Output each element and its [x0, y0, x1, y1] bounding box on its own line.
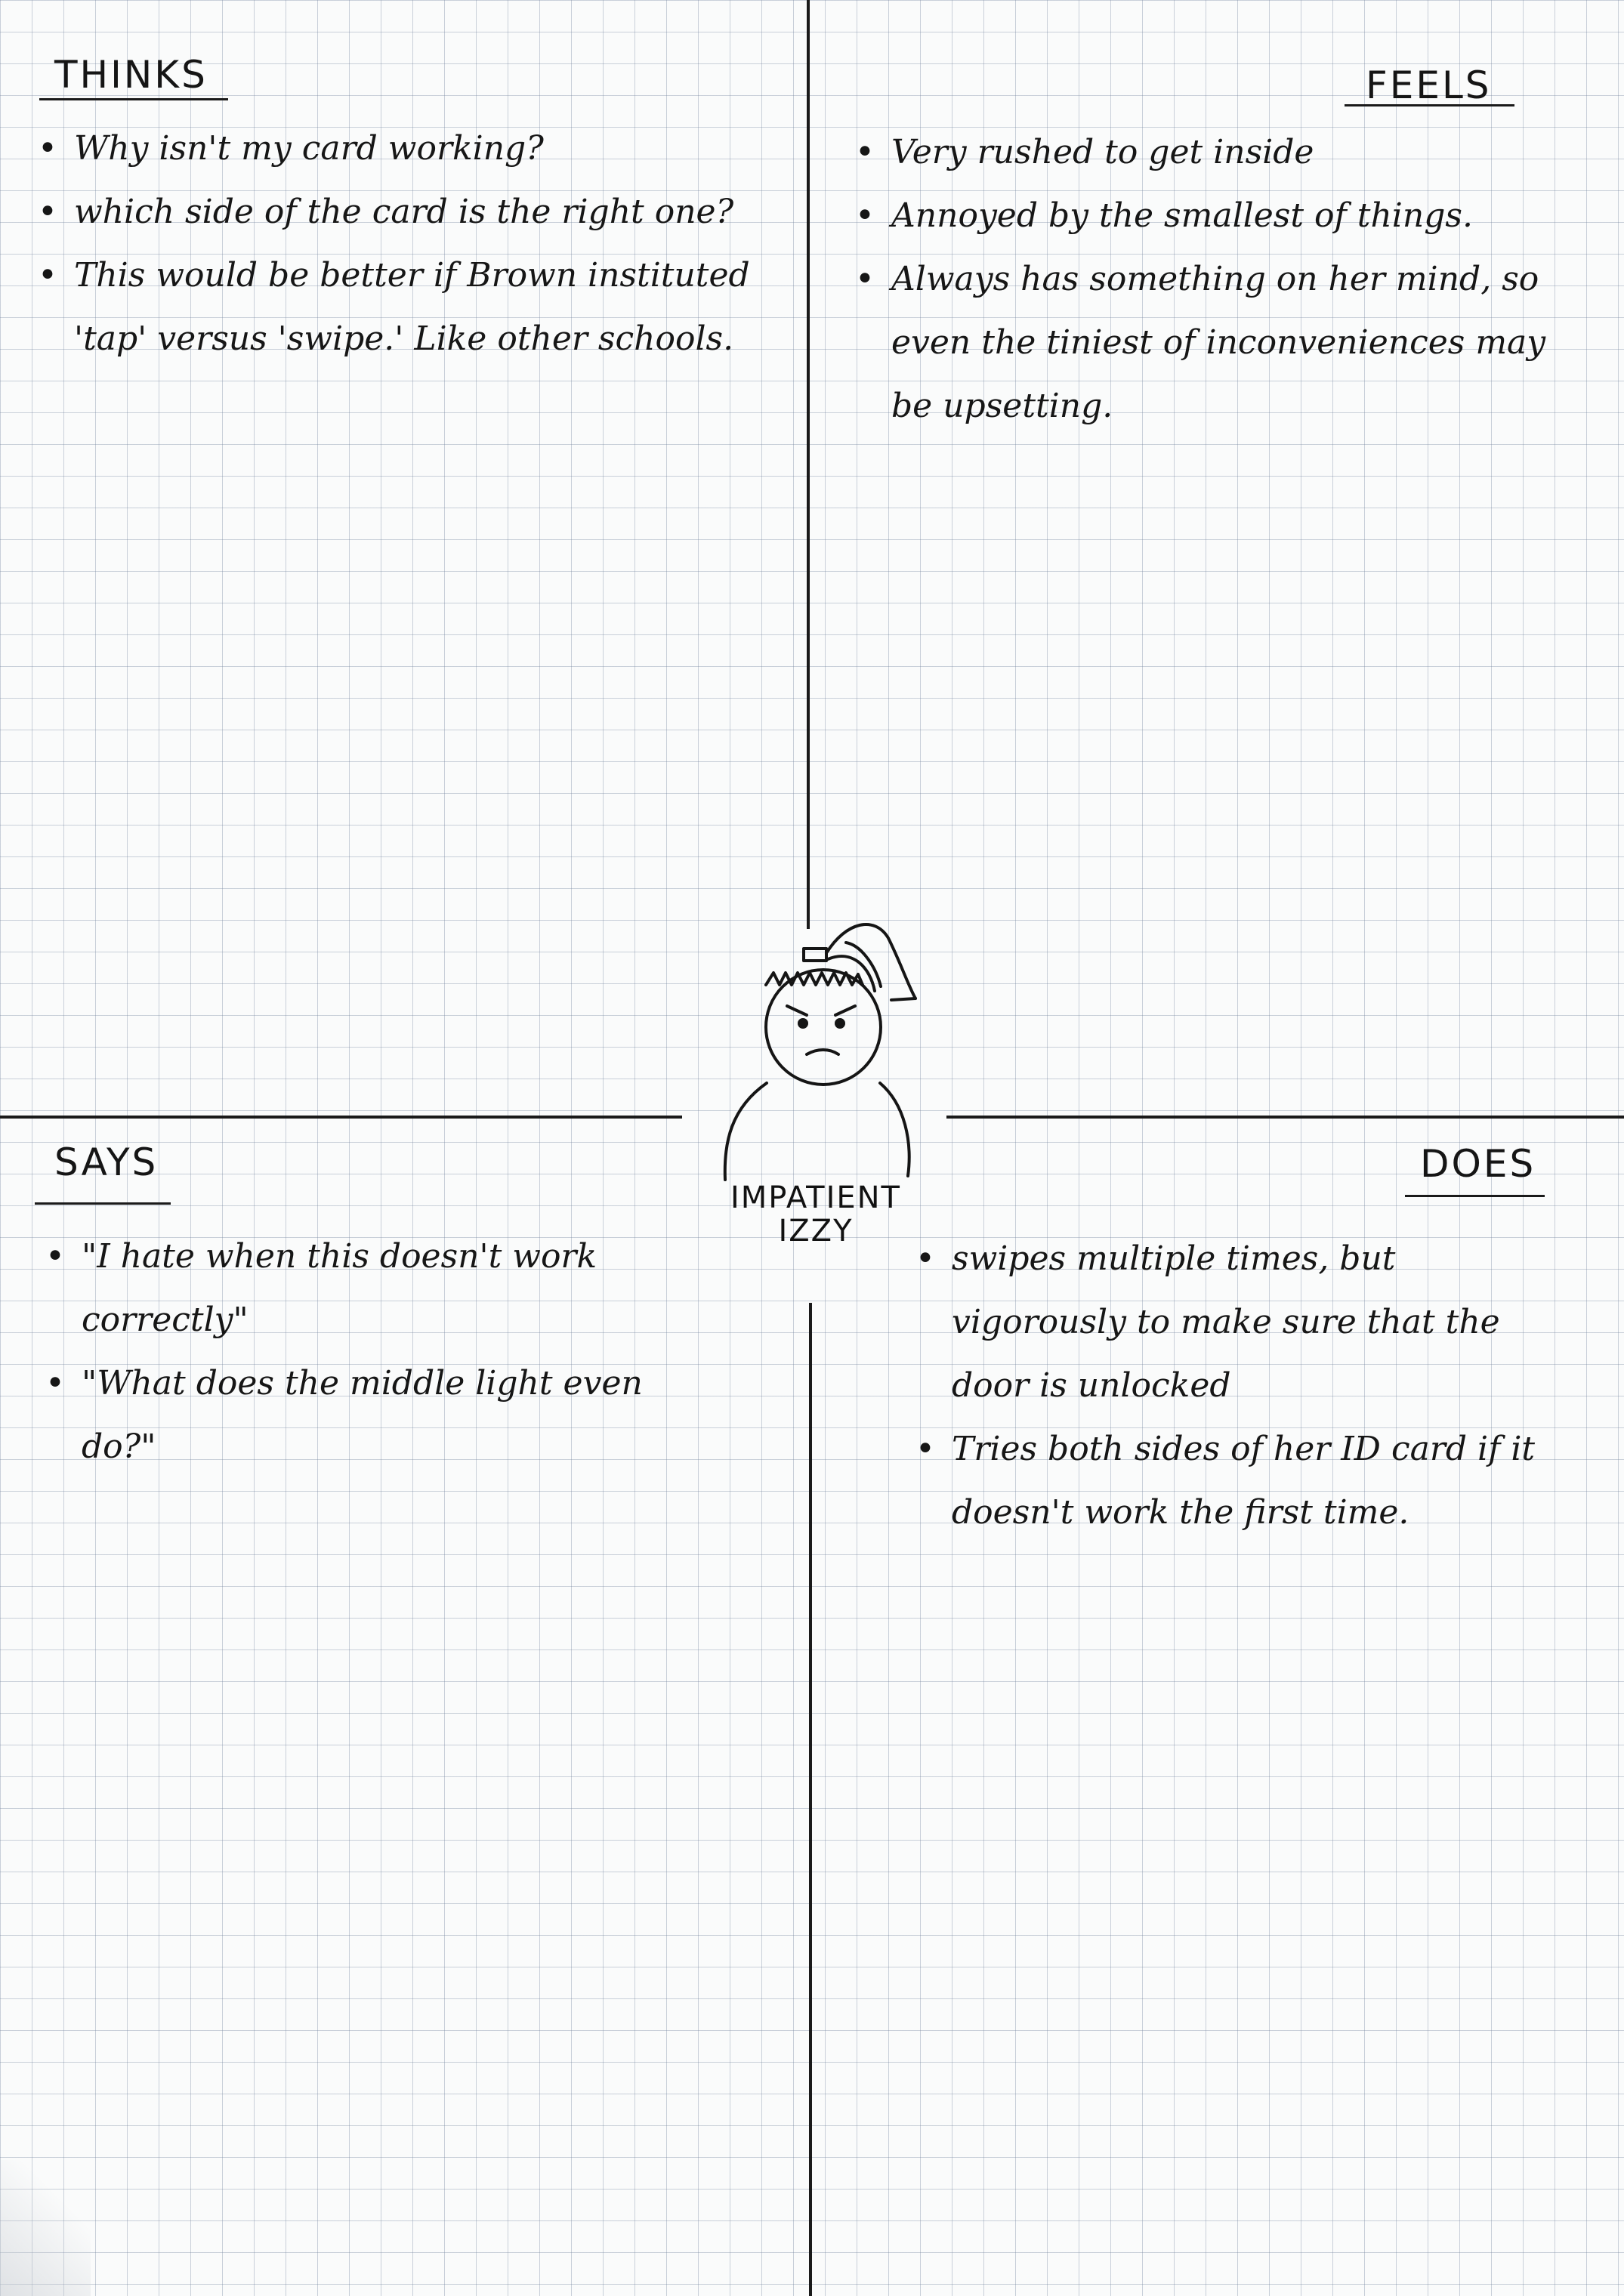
note-item: Very rushed to get inside — [854, 121, 1571, 184]
note-list-feels: Very rushed to get inside Annoyed by the… — [854, 121, 1571, 438]
title-underline-thinks — [39, 98, 228, 100]
quadrant-title-thinks: THINKS — [54, 53, 208, 97]
note-list-does: swipes multiple times, but vigorously to… — [914, 1227, 1579, 1545]
horizontal-axis-right — [946, 1116, 1624, 1119]
note-list-says: "I hate when this doesn't work correctly… — [44, 1225, 663, 1479]
note-item: Why isn't my card working? — [36, 117, 754, 181]
persona: IMPATIENT IZZY — [702, 915, 929, 1263]
quadrant-title-says: SAYS — [54, 1140, 159, 1184]
note-item: swipes multiple times, but vigorously to… — [914, 1227, 1579, 1418]
note-item: which side of the card is the right one? — [36, 181, 754, 244]
note-item: Tries both sides of her ID card if it do… — [914, 1418, 1579, 1545]
vertical-axis-bottom — [809, 1303, 812, 2296]
vertical-axis-top — [807, 0, 810, 929]
quadrant-title-does: DOES — [1420, 1142, 1536, 1186]
note-list-thinks: Why isn't my card working? which side of… — [36, 117, 754, 371]
note-item: Annoyed by the smallest of things. — [854, 184, 1571, 248]
quadrant-title-feels: FEELS — [1366, 63, 1492, 107]
title-underline-does — [1405, 1195, 1545, 1197]
horizontal-axis-left — [0, 1116, 682, 1119]
title-underline-says — [35, 1202, 171, 1205]
note-item: "I hate when this doesn't work correctly… — [44, 1225, 663, 1352]
paper-shadow — [0, 2160, 91, 2296]
persona-name: IMPATIENT IZZY — [730, 1180, 901, 1248]
angry-ponytail-girl-icon — [723, 923, 917, 1181]
note-item: "What does the middle light even do?" — [44, 1352, 663, 1479]
note-item: This would be better if Brown instituted… — [36, 244, 754, 371]
title-underline-feels — [1345, 104, 1514, 106]
note-item: Always has something on her mind, so eve… — [854, 248, 1571, 438]
